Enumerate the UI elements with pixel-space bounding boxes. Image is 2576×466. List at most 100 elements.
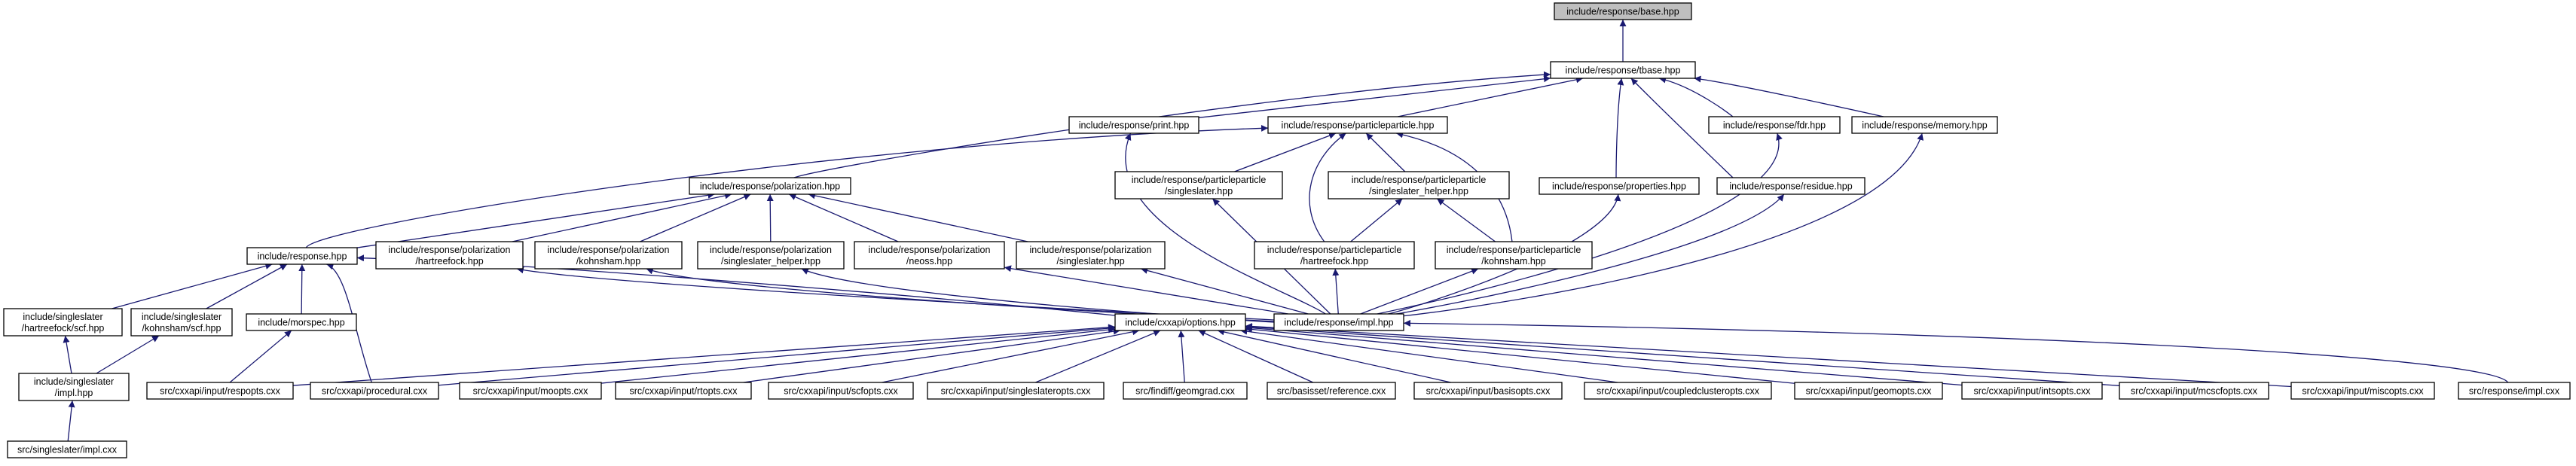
node-pp[interactable]: include/response/particleparticle.hpp [1267, 116, 1448, 134]
node-base[interactable]: include/response/base.hpp [1554, 2, 1692, 20]
edge-impl-to-residue [1395, 193, 1785, 315]
node-pol_ssl[interactable]: include/response/polarization/singleslat… [1016, 241, 1166, 270]
node-box [2458, 382, 2571, 400]
node-ssl_impl_cxx[interactable]: src/singleslater/impl.cxx [7, 440, 127, 458]
node-label: include/response/residue.hpp [1729, 181, 1852, 192]
edge-rtopts-to-options [743, 327, 1120, 383]
node-procedural[interactable]: src/cxxapi/procedural.cxx [310, 382, 439, 400]
node-reference[interactable]: src/basisset/reference.cxx [1267, 382, 1396, 400]
edge-scfopts-to-options [882, 328, 1140, 383]
node-geomgrad[interactable]: src/findiff/geomgrad.cxx [1123, 382, 1248, 400]
edge-respopts-to-morspec [229, 330, 292, 383]
edge-geomopts-to-options [1245, 326, 1795, 384]
node-label: /hartreefock/scf.hpp [22, 323, 105, 334]
edge-fdr-to-tbase [1658, 76, 1734, 117]
node-box [1716, 177, 1866, 195]
node-tbase[interactable]: include/response/tbase.hpp [1550, 61, 1696, 79]
node-mcscfopts[interactable]: src/cxxapi/input/mcscfopts.cxx [2119, 382, 2269, 400]
node-pol[interactable]: include/response/polarization.hpp [689, 177, 851, 195]
node-box [130, 308, 233, 337]
node-box [310, 382, 439, 400]
edge-mcscfopts-to-options [1245, 323, 2120, 386]
edge-pp_hf-to-pp_sslh [1350, 198, 1403, 242]
node-box [3, 308, 123, 337]
edge-miscopts-to-options [1245, 323, 2292, 388]
node-label: /hartreefock.hpp [1300, 256, 1368, 267]
node-box [1267, 116, 1448, 134]
edge-response-to-pp [305, 124, 1269, 248]
edge-sslopts-to-options [1035, 330, 1161, 383]
node-print[interactable]: include/response/print.hpp [1068, 116, 1199, 134]
node-label: include/response/polarization [389, 245, 511, 255]
node-box [1851, 116, 1998, 134]
node-morspec[interactable]: include/morspec.hpp [246, 313, 357, 331]
node-pp_ks[interactable]: include/response/particleparticle/kohnsh… [1435, 241, 1593, 270]
node-label: src/cxxapi/input/geomopts.cxx [1806, 386, 1932, 397]
node-residue[interactable]: include/response/residue.hpp [1716, 177, 1866, 195]
edge-properties-to-tbase [1615, 78, 1624, 178]
node-ssl_impl[interactable]: include/singleslater/impl.hpp [18, 373, 130, 401]
node-box [1554, 2, 1692, 20]
node-moopts[interactable]: src/cxxapi/input/moopts.cxx [459, 382, 602, 400]
node-memory[interactable]: include/response/memory.hpp [1851, 116, 1998, 134]
node-miscopts[interactable]: src/cxxapi/input/miscopts.cxx [2290, 382, 2435, 400]
edge-print-to-tbase [1198, 75, 1551, 118]
node-pp_sslh[interactable]: include/response/particleparticle/single… [1328, 171, 1510, 199]
edge-reference-to-options [1198, 330, 1314, 383]
node-box [689, 177, 851, 195]
node-ccopts[interactable]: src/cxxapi/input/coupledclusteropts.cxx [1584, 382, 1772, 400]
edge-basisopts-to-options [1217, 328, 1451, 383]
node-label: /kohnsham.hpp [1481, 256, 1546, 267]
node-label: include/response/polarization [1030, 245, 1152, 255]
node-box [615, 382, 752, 400]
edges-layer [63, 20, 2509, 442]
edge-ssl_impl-to-ssl_ks_scf [96, 335, 160, 374]
node-fdr[interactable]: include/response/fdr.hpp [1708, 116, 1841, 134]
node-box [1114, 171, 1283, 199]
node-options[interactable]: include/cxxapi/options.hpp [1114, 313, 1246, 331]
node-respopts[interactable]: src/cxxapi/input/respopts.cxx [146, 382, 294, 400]
node-pol_hf[interactable]: include/response/polarization/hartreefoc… [375, 241, 524, 270]
edge-response-to-pol [356, 191, 715, 248]
node-box [534, 241, 683, 270]
node-label: /singleslater.hpp [1165, 186, 1233, 196]
node-ssl_hf_scf[interactable]: include/singleslater/hartreefock/scf.hpp [3, 308, 123, 337]
node-resp_impl[interactable]: src/response/impl.cxx [2458, 382, 2571, 400]
node-impl[interactable]: include/response/impl.hpp [1273, 313, 1404, 331]
edge-ssl_impl_cxx-to-ssl_impl [67, 400, 75, 442]
node-pol_neo[interactable]: include/response/polarization/neoss.hpp [854, 241, 1005, 270]
node-label: /singleslater_helper.hpp [1369, 186, 1468, 196]
node-label: include/response/particleparticle [1132, 175, 1267, 185]
node-pol_ks[interactable]: include/response/polarization/kohnsham.h… [534, 241, 683, 270]
edge-pol_ssl-to-pol [808, 192, 1028, 242]
node-label: include/response/polarization [710, 245, 832, 255]
node-box [1539, 177, 1700, 195]
node-label: src/findiff/geomgrad.cxx [1135, 386, 1236, 397]
edge-residue-to-tbase [1630, 78, 1734, 178]
node-label: include/response/print.hpp [1079, 120, 1190, 131]
node-label: /singleslater.hpp [1056, 256, 1124, 267]
node-intsopts[interactable]: src/cxxapi/input/intsopts.cxx [1961, 382, 2103, 400]
node-properties[interactable]: include/response/properties.hpp [1539, 177, 1700, 195]
node-box [1961, 382, 2103, 400]
node-label: include/response/polarization [869, 245, 991, 255]
node-box [2290, 382, 2435, 400]
node-sslopts[interactable]: src/cxxapi/input/singleslateropts.cxx [927, 382, 1105, 400]
node-ssl_ks_scf[interactable]: include/singleslater/kohnsham/scf.hpp [130, 308, 233, 337]
node-pp_ssl[interactable]: include/response/particleparticle/single… [1114, 171, 1283, 199]
node-label: /neoss.hpp [906, 256, 952, 267]
edge-pp_ssl-to-pp [1234, 132, 1337, 172]
node-label: include/singleslater [34, 376, 114, 387]
node-label: /hartreefock.hpp [415, 256, 483, 267]
node-rtopts[interactable]: src/cxxapi/input/rtopts.cxx [615, 382, 752, 400]
edge-pp-to-tbase [1397, 76, 1584, 117]
node-label: include/response/tbase.hpp [1566, 65, 1681, 76]
node-basisopts[interactable]: src/cxxapi/input/basisopts.cxx [1413, 382, 1563, 400]
nodes-layer: include/response/base.hpp include/respons… [3, 2, 2571, 458]
node-geomopts[interactable]: src/cxxapi/input/geomopts.cxx [1794, 382, 1943, 400]
node-scfopts[interactable]: src/cxxapi/input/scfopts.cxx [768, 382, 914, 400]
node-label: src/cxxapi/input/respopts.cxx [160, 386, 281, 397]
node-pol_sslh[interactable]: include/response/polarization/singleslat… [697, 241, 845, 270]
node-response[interactable]: include/response.hpp [246, 247, 358, 265]
node-pp_hf[interactable]: include/response/particleparticle/hartre… [1254, 241, 1415, 270]
